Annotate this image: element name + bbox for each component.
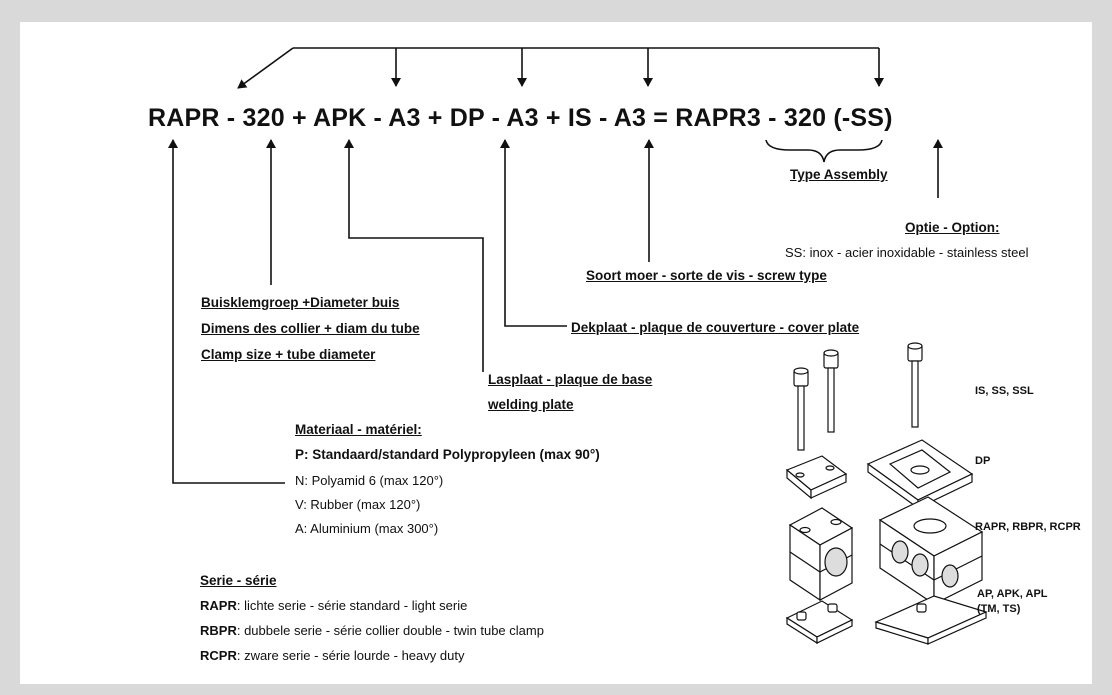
bolt-1 xyxy=(793,367,809,451)
clamp-group-line1: Buisklemgroep +Diameter buis xyxy=(201,295,400,310)
clamp-group-line2: Dimens des collier + diam du tube xyxy=(201,321,420,336)
formula-dash: - xyxy=(373,104,383,132)
type-assembly-label: Type Assembly xyxy=(790,167,888,182)
formula-dash: - xyxy=(491,104,501,132)
large-cover-plate xyxy=(866,439,974,510)
series-item-rcpr: RCPR: zware serie - série lourde - heavy… xyxy=(200,648,464,663)
small-cover-plate xyxy=(785,455,848,500)
formula-apk-a3: A3 xyxy=(388,104,421,132)
formula-plus: + xyxy=(545,104,561,132)
bolt-3 xyxy=(907,342,923,428)
welding-plate-line2: welding plate xyxy=(488,397,574,412)
series-code: RAPR xyxy=(200,598,237,613)
formula-dash: - xyxy=(226,104,236,132)
material-item-v: V: Rubber (max 120°) xyxy=(295,497,421,512)
series-text: : dubbele serie - série collier double -… xyxy=(236,623,544,638)
material-item-n: N: Polyamid 6 (max 120°) xyxy=(295,473,444,488)
part-label-base: AP, APK, APL xyxy=(977,588,1048,600)
series-text: : zware serie - série lourde - heavy dut… xyxy=(236,648,465,663)
formula-is: IS xyxy=(567,104,592,132)
top-arrow-rapr xyxy=(237,47,294,89)
long-base-plate xyxy=(874,595,988,645)
cover-plate-label: Dekplaat - plaque de couverture - cover … xyxy=(571,320,860,335)
formula-apk: APK xyxy=(312,104,367,132)
formula-plus: + xyxy=(291,104,307,132)
bolt-2 xyxy=(823,349,839,433)
series-code: RCPR xyxy=(200,648,237,663)
type-assembly-brace xyxy=(765,139,883,163)
part-label-clamp: RAPR, RBPR, RCPR xyxy=(975,521,1081,533)
part-label-bolts: IS, SS, SSL xyxy=(975,385,1034,397)
part-label-cover: DP xyxy=(975,455,991,467)
formula-code: RAPR - 320 + APK - A3 + DP - A3 + IS - A… xyxy=(148,104,893,133)
formula-equals: = xyxy=(653,104,669,132)
formula-plus: + xyxy=(427,104,443,132)
material-item-p: P: Standaard/standard Polypropyleen (max… xyxy=(295,447,600,462)
material-heading: Materiaal - matériel: xyxy=(295,422,422,437)
formula-dp: DP xyxy=(449,104,485,132)
formula-320: 320 xyxy=(242,104,285,132)
formula-rapr: RAPR xyxy=(148,104,220,132)
option-heading: Optie - Option: xyxy=(905,220,1000,235)
clamp-group-line3: Clamp size + tube diameter xyxy=(201,347,376,362)
formula-ss: (-SS) xyxy=(833,104,893,132)
series-heading: Serie - série xyxy=(200,573,277,588)
formula-dp-a3: A3 xyxy=(506,104,539,132)
material-item-a: A: Aluminium (max 300°) xyxy=(295,521,439,536)
parts-illustration xyxy=(785,342,988,645)
part-label-base-variants: (TM, TS) xyxy=(977,603,1021,615)
series-item-rbpr: RBPR: dubbele serie - série collier doub… xyxy=(200,623,544,638)
formula-dash: - xyxy=(768,104,777,132)
welding-plate-line1: Lasplaat - plaque de base xyxy=(488,372,653,387)
arrow-welding-plate xyxy=(344,139,484,372)
arrow-cover-plate xyxy=(500,139,567,327)
formula-is-a3: A3 xyxy=(613,104,647,132)
formula-rapr3: RAPR3 xyxy=(675,104,762,132)
screw-type-label: Soort moer - sorte de vis - screw type xyxy=(586,268,827,283)
formula-assembly-320: 320 xyxy=(783,104,827,132)
arrow-material xyxy=(168,139,285,484)
small-clamp-body xyxy=(788,507,854,602)
formula-dash: - xyxy=(599,104,608,132)
series-item-rapr: RAPR: lichte serie - série standard - li… xyxy=(200,598,467,613)
small-base-plate xyxy=(785,600,854,645)
series-text: : lichte serie - série standard - light … xyxy=(236,598,468,613)
twin-clamp-body xyxy=(878,496,984,606)
series-code: RBPR xyxy=(200,623,237,638)
option-text: SS: inox - acier inoxidable - stainless … xyxy=(785,245,1029,260)
